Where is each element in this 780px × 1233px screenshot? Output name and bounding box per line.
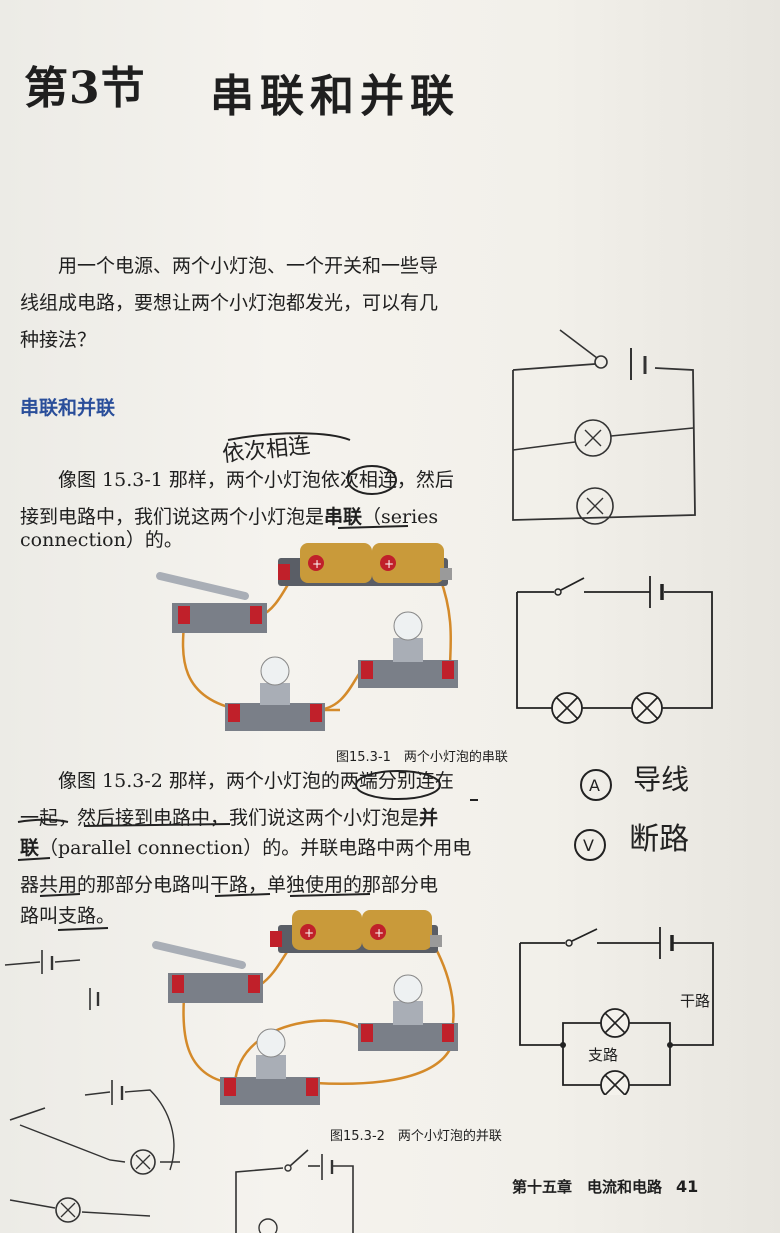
legend-circle-v-icon: V	[574, 828, 606, 861]
intro-line-3: 种接法？	[20, 329, 97, 351]
lamp-1-base	[225, 703, 325, 731]
parallel-line-1: 像图 15.3-2 那样，两个小灯泡的两端分别连在	[58, 770, 454, 792]
battery-plus-1	[308, 555, 324, 571]
lamp-1-terminal-right	[310, 704, 322, 722]
page-footer: 第十五章 电流和电路 41	[512, 1176, 698, 1197]
subheading-series-parallel: 串联和并联	[20, 397, 116, 419]
intro-line-1: 用一个电源、两个小灯泡、一个开关和一些导	[58, 255, 439, 277]
wire-parallel-5	[314, 1044, 454, 1085]
parallel-line-3-text: （parallel connection）的。并联电路中两个用电	[39, 837, 472, 859]
svg-text:+: +	[312, 557, 322, 571]
margin-scribbles	[4, 950, 180, 1223]
battery-1	[300, 543, 372, 583]
legend-meter-row: V 断路	[572, 814, 689, 863]
lamp-3-base	[220, 1077, 320, 1105]
battery-4	[362, 910, 432, 950]
lamp-2-bulb	[393, 611, 423, 641]
parallel-line-2: 一起，然后接到电路中，我们说这两个小灯泡是并	[20, 800, 438, 837]
lamp-2-socket	[393, 638, 423, 662]
series-line-3: connection）的。	[20, 529, 183, 551]
switch-lever-2	[152, 941, 246, 969]
page-number: 41	[676, 1177, 699, 1196]
hand-lamp-2	[576, 487, 614, 525]
legend-lamp-text: 导线	[633, 763, 690, 796]
schematic-series	[516, 576, 713, 724]
footer-chapter: 第十五章 电流和电路	[512, 1178, 663, 1196]
svg-text:+: +	[304, 926, 314, 940]
lamp-2-terminal-left	[361, 661, 373, 679]
svg-text:A: A	[589, 776, 600, 795]
figure-2-caption: 图15.3-2 两个小灯泡的并联	[330, 1129, 502, 1144]
lamp-2-terminal-right	[442, 661, 454, 679]
label-branch-circuit: 支路	[588, 1046, 619, 1064]
wire-parallel-3	[433, 946, 455, 1031]
lamp-4-base	[358, 1023, 458, 1051]
series-line-2-text: 接到电路中，我们说这两个小灯泡是	[20, 506, 325, 528]
battery-terminal-right	[440, 568, 452, 580]
term-parallel-2: 联	[20, 837, 40, 859]
lamp-3-bulb	[256, 1028, 286, 1058]
series-line-2: 接到电路中，我们说这两个小灯泡是串联（series	[20, 499, 438, 536]
hand-drawn-circuit-bottom	[235, 1149, 354, 1233]
schematic-parallel-lamp-2	[600, 1070, 630, 1095]
lamp-1-socket	[260, 683, 290, 705]
battery-2	[372, 543, 444, 583]
battery-plus-2	[380, 555, 396, 571]
lamp-1-bulb	[260, 656, 290, 686]
intro-line-2: 线组成电路，要想让两个小灯泡都发光，可以有几	[20, 292, 439, 314]
svg-text:+: +	[384, 557, 394, 571]
battery-terminal-left	[278, 564, 290, 580]
svg-text:+: +	[374, 926, 384, 940]
hand-drawn-circuit-top	[512, 329, 696, 525]
label-main-circuit: 干路	[680, 992, 711, 1010]
lamp-2-base	[358, 660, 458, 688]
switch-terminal-left	[178, 606, 190, 624]
lamp-4-bulb	[393, 974, 423, 1004]
battery-plus-3	[300, 924, 316, 940]
figure-series-circuit: + +	[156, 543, 458, 731]
figure-1-caption: 图15.3-1 两个小灯泡的串联	[336, 750, 508, 765]
legend-meter-text: 断路	[629, 822, 690, 857]
term-series: 串联	[324, 506, 363, 528]
schematic-parallel	[519, 927, 714, 1095]
figure-parallel-circuit: + +	[152, 910, 458, 1105]
section-number: 第3节	[24, 63, 146, 114]
page-title: 串联和并联	[210, 71, 460, 122]
battery-3	[292, 910, 362, 950]
legend-circle-a-icon: A	[580, 768, 612, 801]
lamp-1-terminal-left	[228, 704, 240, 722]
parallel-line-5: 路叫支路。	[20, 905, 116, 927]
legend-lamp-row: A 导线	[578, 758, 689, 803]
term-parallel-1: 并	[419, 807, 439, 829]
series-line-1: 像图 15.3-1 那样，两个小灯泡依次相连，然后	[58, 469, 454, 491]
parallel-line-4: 器共用的那部分电路叫干路，单独使用的那部分电	[20, 874, 439, 896]
wire-parallel-4	[233, 1019, 367, 1084]
parallel-line-3: 联（parallel connection）的。并联电路中两个用电	[20, 830, 471, 867]
switch-terminal-right	[250, 606, 262, 624]
hand-lamp-1	[574, 419, 612, 457]
switch-lever	[156, 572, 249, 600]
parallel-line-2-text: 一起，然后接到电路中，我们说这两个小灯泡是	[20, 807, 420, 829]
series-line-2-en: （series	[362, 506, 439, 528]
battery-plus-4	[370, 924, 386, 940]
svg-text:V: V	[583, 836, 594, 855]
